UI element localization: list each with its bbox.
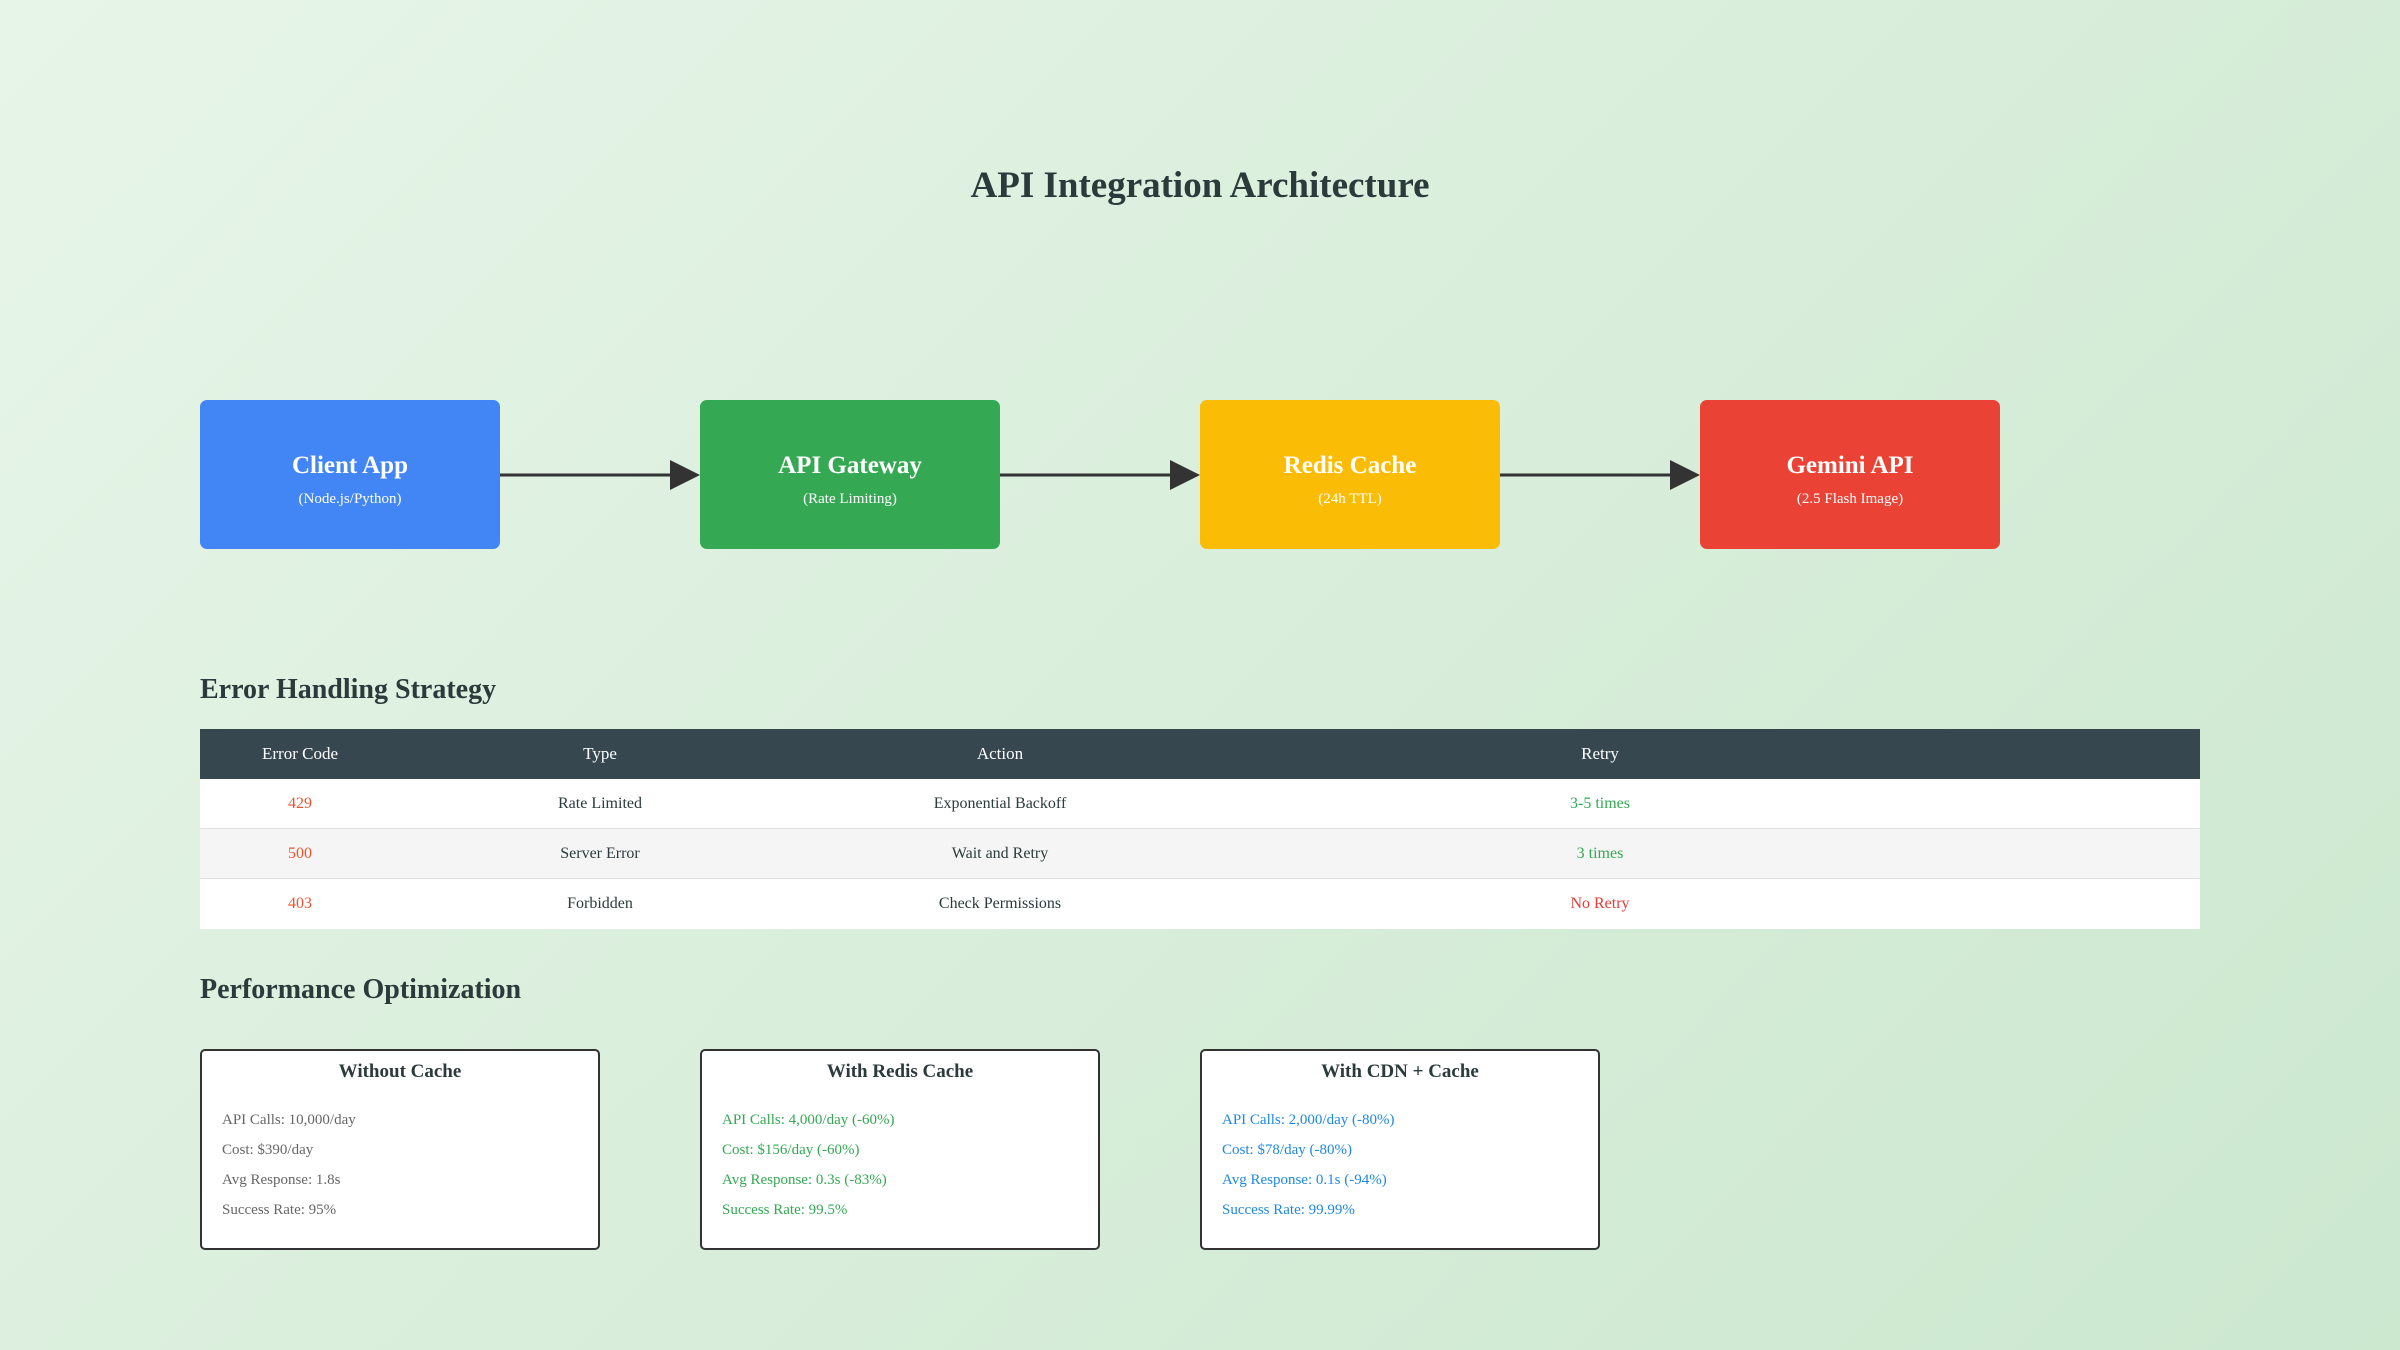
table-row: 500 Server Error Wait and Retry 3 times — [200, 829, 2200, 879]
metric-item: Success Rate: 99.5% — [722, 1202, 848, 1218]
error-retry: No Retry — [1570, 895, 1630, 912]
page-title: API Integration Architecture — [970, 165, 1430, 206]
api-gateway-node: API Gateway (Rate Limiting) — [700, 400, 1000, 549]
redis-cache-node: Redis Cache (24h TTL) — [1200, 400, 1500, 549]
node-subtitle: (24h TTL) — [1318, 491, 1382, 507]
metric-item: API Calls: 2,000/day (-80%) — [1222, 1112, 1395, 1128]
card-without-cache: Without Cache API Calls: 10,000/day Cost… — [200, 1049, 600, 1250]
error-action: Wait and Retry — [951, 845, 1049, 862]
table-row: 429 Rate Limited Exponential Backoff 3-5… — [200, 779, 2200, 829]
card-title: Without Cache — [338, 1061, 462, 1082]
node-subtitle: (Node.js/Python) — [298, 491, 402, 507]
table-header: Error Code Type Action Retry — [200, 729, 2200, 779]
error-type: Server Error — [560, 845, 640, 862]
error-type: Forbidden — [567, 895, 633, 912]
header-error-code: Error Code — [261, 744, 339, 763]
error-handling-title: Error Handling Strategy — [200, 674, 497, 705]
arrow-gateway-to-cache — [1000, 460, 1200, 490]
card-metrics: API Calls: 2,000/day (-80%) Cost: $78/da… — [1222, 1105, 1394, 1225]
card-title: With Redis Cache — [826, 1061, 974, 1082]
performance-title: Performance Optimization — [200, 974, 522, 1005]
metric-item: API Calls: 10,000/day — [222, 1112, 356, 1128]
header-type: Type — [583, 744, 617, 763]
metric-item: Cost: $78/day (-80%) — [1222, 1142, 1352, 1158]
error-retry: 3-5 times — [1570, 795, 1630, 812]
card-title: With CDN + Cache — [1321, 1061, 1479, 1082]
error-action: Check Permissions — [938, 895, 1062, 912]
metric-item: Success Rate: 95% — [222, 1202, 337, 1218]
error-action: Exponential Backoff — [933, 795, 1067, 812]
node-title: Client App — [291, 452, 408, 479]
error-code: 403 — [288, 895, 312, 912]
card-with-cdn-cache: With CDN + Cache API Calls: 2,000/day (-… — [1200, 1049, 1600, 1250]
node-title: Gemini API — [1786, 452, 1914, 479]
error-retry: 3 times — [1576, 845, 1624, 862]
node-title: API Gateway — [778, 452, 922, 479]
metric-item: Cost: $156/day (-60%) — [722, 1142, 860, 1158]
metric-item: Avg Response: 1.8s — [222, 1172, 341, 1188]
error-type: Rate Limited — [558, 795, 642, 812]
metric-item: Cost: $390/day — [222, 1142, 314, 1158]
node-subtitle: (2.5 Flash Image) — [1796, 491, 1904, 507]
client-app-node: Client App (Node.js/Python) — [200, 400, 500, 549]
metric-item: Avg Response: 0.1s (-94%) — [1222, 1172, 1387, 1188]
error-table: Error Code Type Action Retry 429 Rate Li… — [200, 729, 2200, 929]
card-metrics: API Calls: 10,000/day Cost: $390/day Avg… — [222, 1105, 356, 1225]
card-metrics: API Calls: 4,000/day (-60%) Cost: $156/d… — [722, 1105, 894, 1225]
node-title: Redis Cache — [1283, 452, 1417, 479]
table-row: 403 Forbidden Check Permissions No Retry — [200, 879, 2200, 929]
metric-item: Avg Response: 0.3s (-83%) — [722, 1172, 887, 1188]
card-with-redis-cache: With Redis Cache API Calls: 4,000/day (-… — [700, 1049, 1100, 1250]
metric-item: Success Rate: 99.99% — [1222, 1202, 1355, 1218]
node-subtitle: (Rate Limiting) — [803, 491, 897, 507]
metric-item: API Calls: 4,000/day (-60%) — [722, 1112, 895, 1128]
header-retry: Retry — [1581, 744, 1619, 763]
error-code: 429 — [288, 795, 312, 812]
header-action: Action — [976, 744, 1024, 763]
arrow-cache-to-gemini — [1500, 460, 1700, 490]
gemini-api-node: Gemini API (2.5 Flash Image) — [1700, 400, 2000, 549]
arrow-client-to-gateway — [500, 460, 700, 490]
error-code: 500 — [288, 845, 312, 862]
